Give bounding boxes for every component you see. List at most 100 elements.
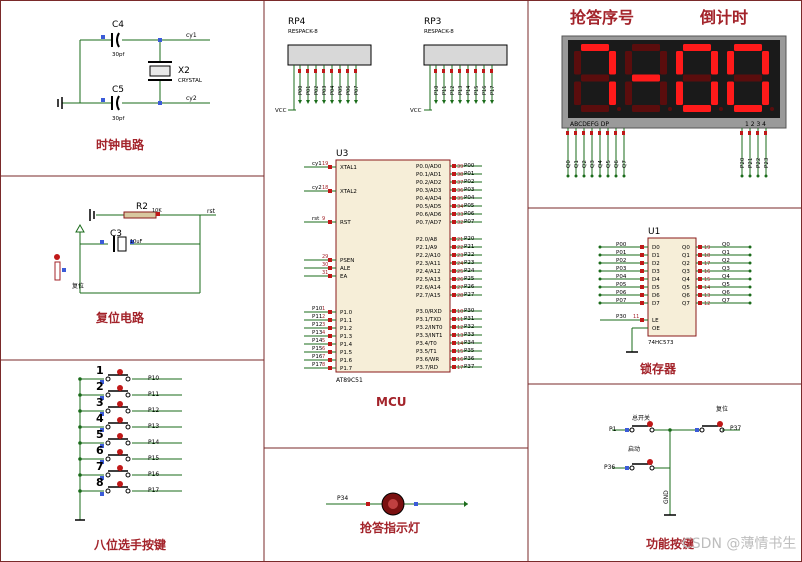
mcu-left-pin-num: 1: [322, 306, 325, 312]
mcu-right-pin-num: 24: [457, 261, 463, 267]
player-switch-contact: [125, 456, 131, 462]
latch-q-net: Q2: [722, 258, 730, 264]
fkey-junction: [668, 428, 672, 432]
latch-d-net: P05: [616, 282, 627, 288]
display-seg-marker: [614, 131, 617, 135]
player-net: P16: [148, 471, 159, 478]
player-switch-indicator: [117, 417, 123, 423]
player-pin-marker: [100, 460, 104, 464]
mcu-right-pin-name: P2.0/A8: [416, 237, 438, 243]
mcu-left-pin-marker: [328, 274, 332, 278]
player-junction: [78, 377, 82, 381]
mcu-right-pin-name: P0.1/AD1: [416, 172, 441, 178]
latch-q-net: Q0: [722, 242, 730, 248]
mcu-right-pin-marker: [452, 309, 456, 313]
latch-q-end: [748, 293, 752, 297]
latch-q-name: Q1: [682, 253, 690, 259]
mcu-left-pin-marker: [328, 334, 332, 338]
mcu-right-pin-name: P0.0/AD0: [416, 164, 442, 170]
section-title-buttons: 八位选手按键: [93, 537, 166, 552]
mcu-right-pin-name: P0.4/AD4: [416, 196, 442, 202]
player-junction: [78, 441, 82, 445]
mcu-right-pin-num: 38: [457, 172, 463, 178]
player-junction: [78, 489, 82, 493]
fkey-reset-label: 复位: [716, 405, 728, 413]
latch-d-net: P06: [616, 290, 627, 296]
mcu-left-pin-marker: [328, 165, 332, 169]
latch-d-net: P02: [616, 258, 626, 264]
player-switch-contact: [105, 376, 111, 382]
mcu-right-pin-net: P01: [464, 171, 474, 177]
player-switch-contact: [105, 456, 111, 462]
display-digit-net: P23: [764, 157, 770, 168]
mcu-right-pin-name: P3.5/T1: [416, 349, 437, 355]
c4-value: 30pf: [112, 52, 125, 58]
respack-pin-marker: [322, 69, 325, 73]
mcu-right-pin-net: P20: [464, 236, 475, 242]
player-junction: [78, 409, 82, 413]
player-switch-indicator: [117, 401, 123, 407]
mcu-right-pin-marker: [452, 172, 456, 176]
player-net: P17: [148, 487, 159, 494]
latch-q-end: [748, 301, 752, 305]
respack-pin-marker: [330, 69, 333, 73]
display-seg-marker: [574, 131, 577, 135]
rp3-type: RESPACK-8: [424, 29, 454, 35]
fkey-launch-label: 启动: [628, 445, 640, 453]
player-number: 3: [96, 396, 104, 409]
respack-pin-net: P11: [442, 86, 448, 95]
fkey-reset-net: P37: [730, 425, 741, 432]
mcu-left-pin-num: 29: [322, 254, 328, 260]
respack-pin-marker: [490, 69, 493, 73]
mcu-right-pin-marker: [452, 333, 456, 337]
fkey-gnd: GND: [663, 490, 670, 504]
c5-value: 30pf: [112, 116, 125, 122]
mcu-left-pin-num: 18: [322, 185, 328, 191]
display-dp: [770, 107, 774, 111]
mcu-right-pin-net: P07: [464, 219, 475, 225]
display-seg-end: [622, 174, 626, 178]
player-pin-marker: [100, 492, 104, 496]
fkey-launch-net: P36: [604, 464, 615, 471]
display-segment-d: [581, 105, 609, 112]
mcu-right-pin-name: P0.5/AD5: [416, 204, 442, 210]
mcu-right-pin-name: P3.7/RD: [416, 365, 438, 371]
display-seg-net: Q5: [606, 160, 612, 168]
player-switch-contact: [105, 424, 111, 430]
latch-q-name: Q5: [682, 285, 690, 291]
rp3-vcc: VCC: [410, 108, 422, 114]
display-segment-a: [734, 44, 762, 51]
mcu-left-pin-marker: [328, 189, 332, 193]
player-number: 5: [96, 428, 104, 441]
fkey-switch-contact: [649, 465, 655, 471]
mcu-left-pin-name: XTAL1: [340, 165, 357, 171]
latch-q-marker: [698, 253, 702, 257]
fkey-switch-indicator: [647, 459, 653, 465]
mcu-right-pin-name: P2.5/A13: [416, 277, 441, 283]
respack-pin-arrow: [450, 100, 454, 104]
respack-pin-marker: [306, 69, 309, 73]
player-net: P15: [148, 455, 159, 462]
display-segment-g: [632, 74, 660, 82]
respack-pin-marker: [338, 69, 341, 73]
mcu-left-pin-net: P13: [312, 330, 323, 336]
player-junction: [78, 473, 82, 477]
display-seg-end: [606, 174, 610, 178]
mcu-left-pin-num: 5: [322, 338, 325, 344]
player-pin-marker: [100, 444, 104, 448]
mcu-right-pin-net: P25: [464, 276, 475, 282]
mcu-right-pin-net: P35: [464, 348, 475, 354]
latch-d-net: P03: [616, 266, 627, 272]
lamp-net: P34: [337, 495, 348, 502]
latch-d-marker: [640, 253, 644, 257]
mcu-right-pin-name: P2.4/A12: [416, 269, 441, 275]
display-segment-g: [683, 74, 711, 82]
latch-q-name: Q3: [682, 269, 690, 275]
display-segment-f: [676, 51, 683, 75]
latch-q-name: Q0: [682, 245, 690, 251]
mcu-right-pin-net: P33: [464, 332, 475, 338]
latch-d-end: [598, 277, 602, 281]
latch-d-name: D3: [652, 269, 660, 275]
mcu-left-pin-num: 7: [322, 354, 325, 360]
latch-le-marker: [640, 318, 644, 322]
